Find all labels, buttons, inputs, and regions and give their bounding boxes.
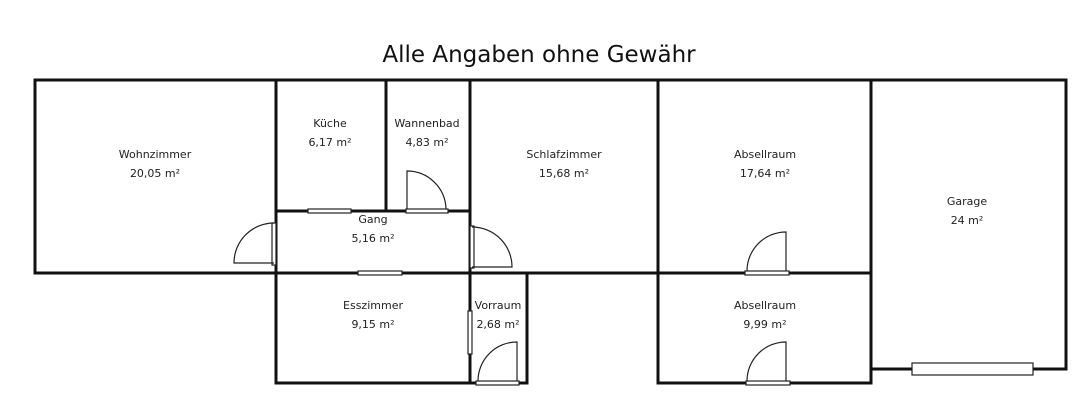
doors [233, 170, 791, 386]
vorraum-side-opening [467, 310, 473, 355]
door-icon [475, 341, 520, 386]
door-icon [469, 225, 513, 269]
door-icon [405, 170, 449, 214]
door-icon [745, 341, 791, 386]
garage-door [911, 362, 1034, 376]
gang-esszimmer-opening [357, 270, 403, 276]
door-icon [233, 222, 277, 266]
disclaimer-title: Alle Angaben ohne Gewähr [382, 42, 696, 68]
door-icon [744, 231, 790, 276]
walls [33, 78, 1068, 385]
kitchen-door-opening [307, 208, 352, 214]
openings [307, 208, 1034, 376]
